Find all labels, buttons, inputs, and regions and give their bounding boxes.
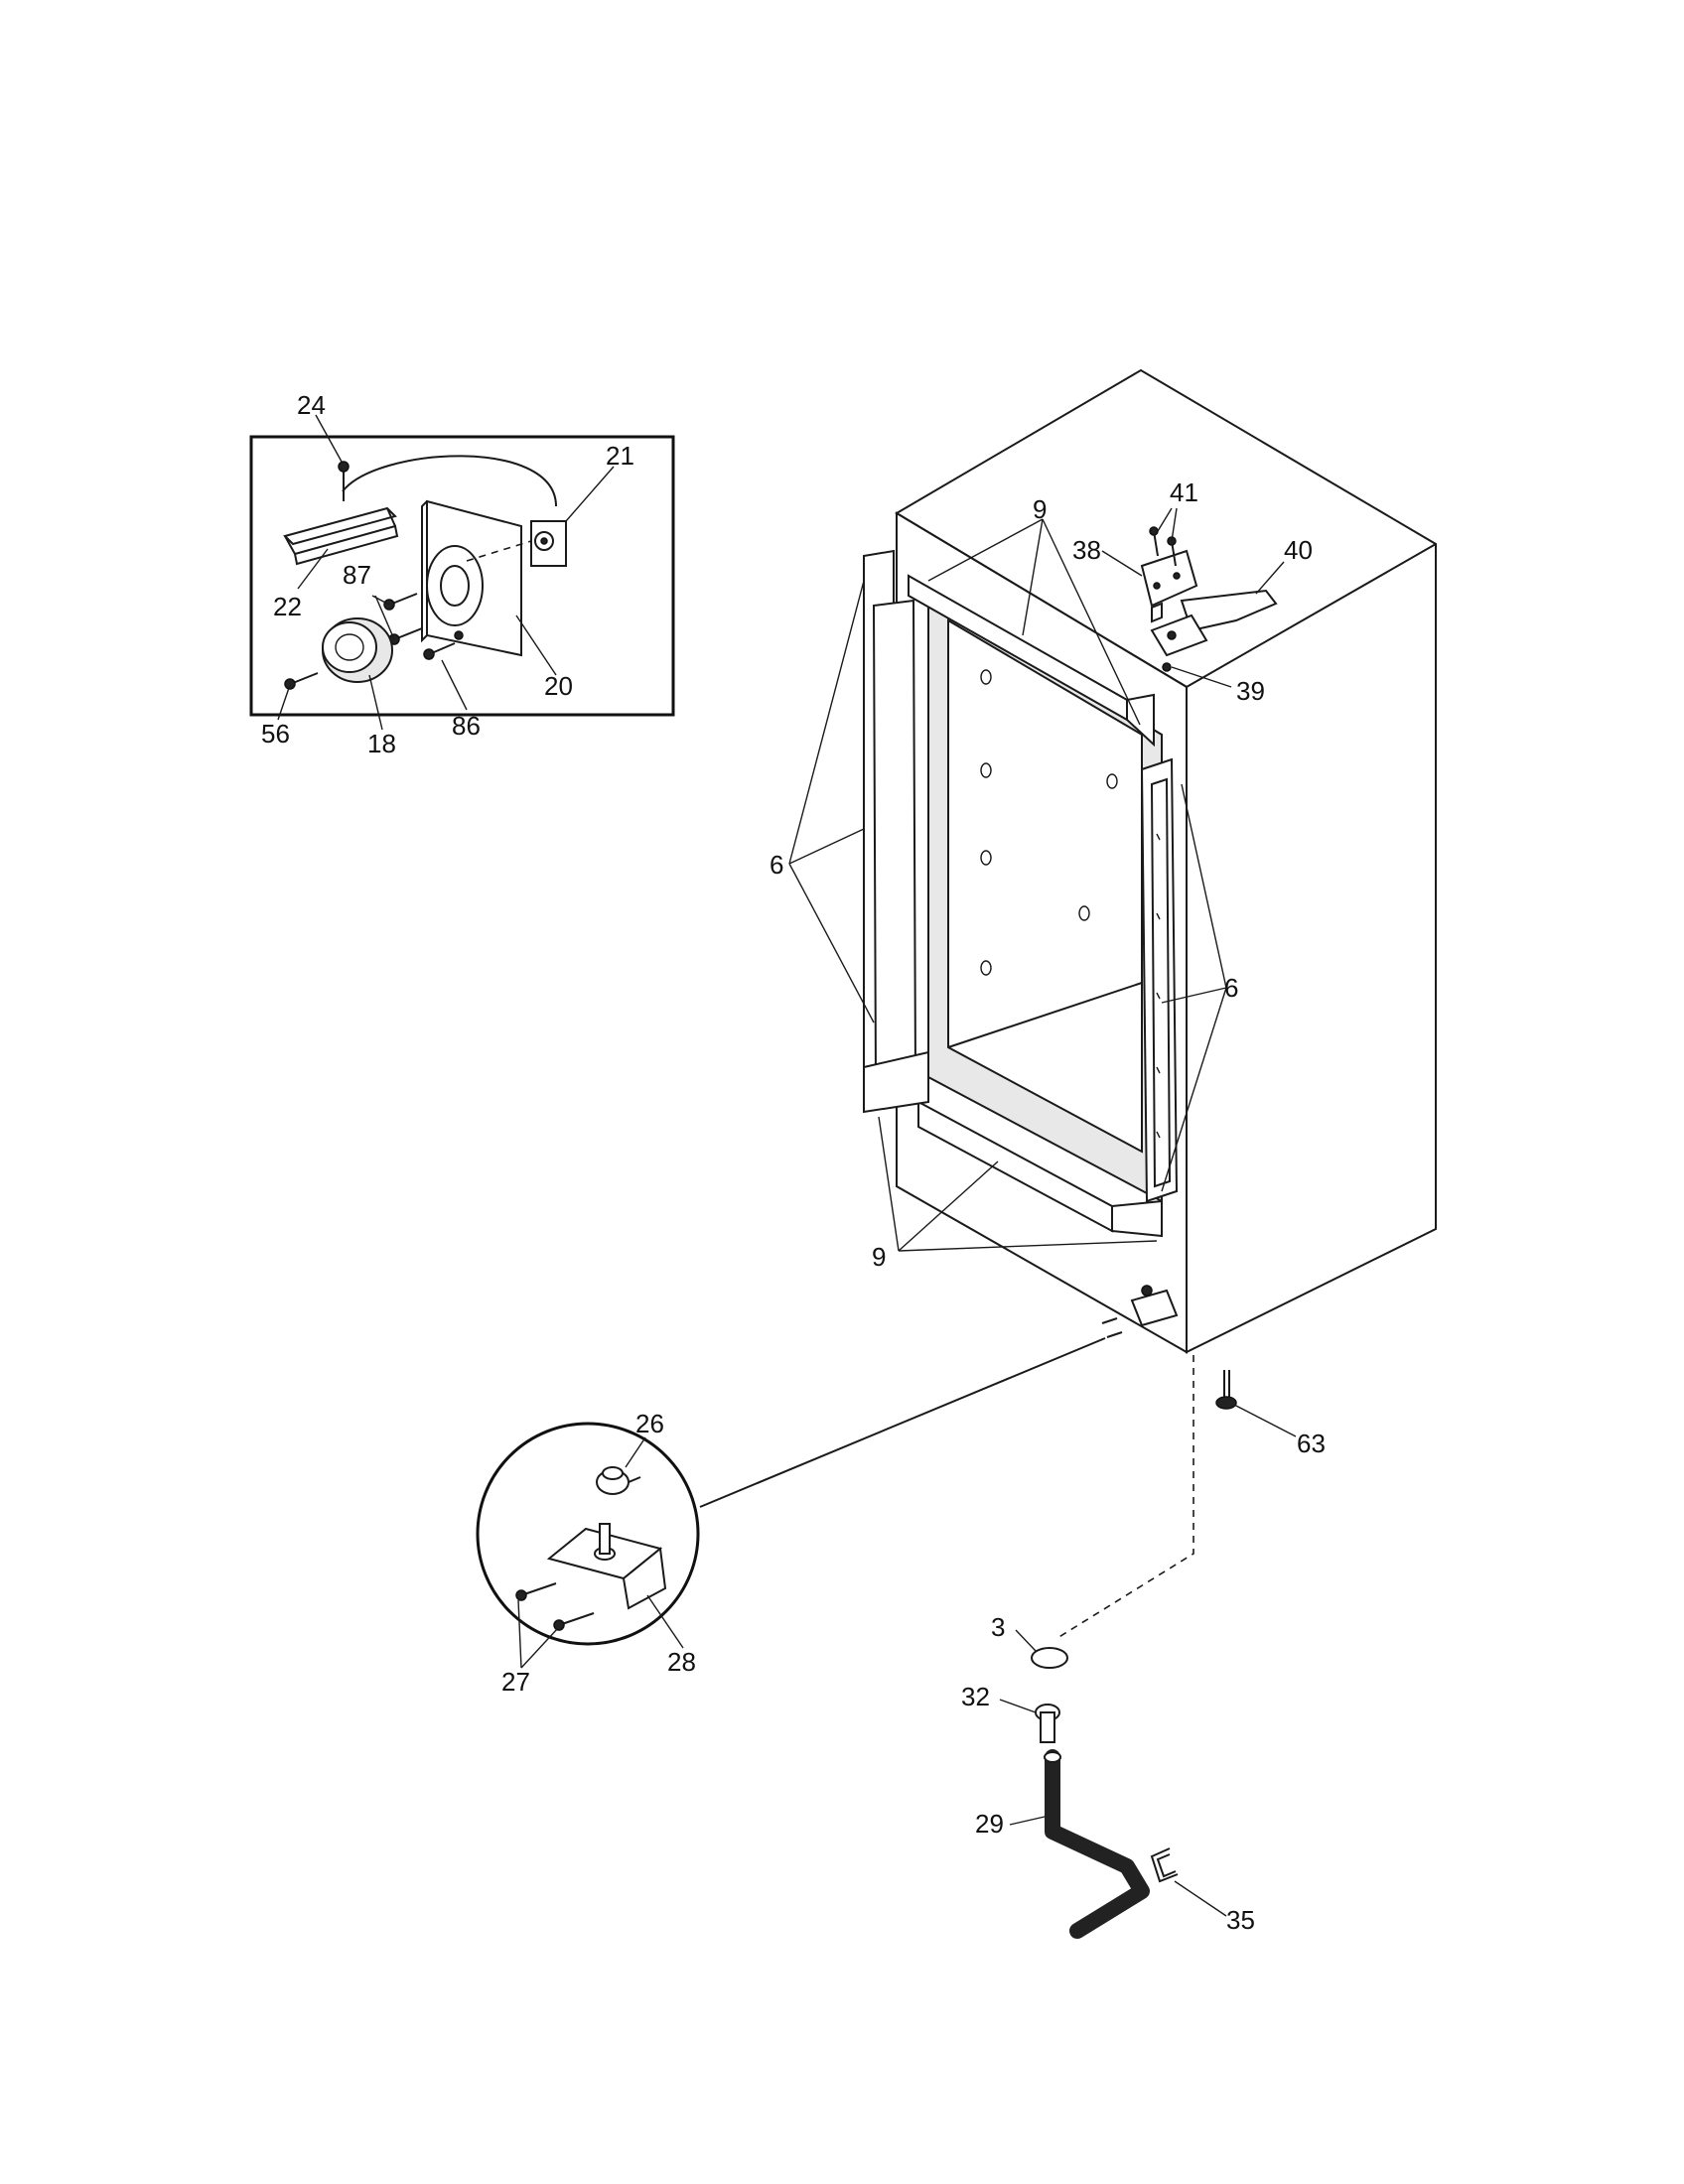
washer-39-icon <box>1162 662 1172 672</box>
leader-9-bottom-b <box>898 1160 999 1252</box>
leader-9-bottom-a <box>878 1116 900 1252</box>
screws-27-icon <box>515 1582 595 1631</box>
callout-9-bottom: 9 <box>872 1242 886 1272</box>
screw-56-icon <box>284 672 319 690</box>
drain-fitting-32-icon <box>999 1699 1060 1743</box>
hinge-bushing-26-icon <box>596 1466 641 1495</box>
leader-6-right-c <box>1161 987 1227 1192</box>
drain-tube-29-icon <box>1009 1749 1150 1939</box>
callout-39: 39 <box>1236 676 1265 706</box>
callout-3: 3 <box>991 1612 1005 1642</box>
callout-63: 63 <box>1297 1429 1326 1458</box>
callout-27: 27 <box>501 1667 530 1697</box>
callout-26: 26 <box>635 1409 664 1438</box>
leader-9-bottom-c <box>898 1240 1158 1252</box>
callout-28: 28 <box>667 1647 696 1677</box>
bracket-22-icon <box>283 506 399 566</box>
leader-9-top-a <box>927 518 1044 582</box>
cabinet-icon <box>863 368 1437 1354</box>
callout-87: 87 <box>343 560 371 590</box>
callout-24: 24 <box>297 390 326 420</box>
callout-32: 32 <box>961 1682 990 1711</box>
hinge-bracket-38-icon <box>1140 549 1198 623</box>
callout-6-right: 6 <box>1224 973 1238 1003</box>
control-housing-20-icon <box>421 499 522 657</box>
callout-29: 29 <box>975 1809 1004 1839</box>
leader-6-right-b <box>1161 987 1227 1004</box>
leader-6-left-c <box>788 863 875 1024</box>
screw-86-icon <box>423 642 456 660</box>
thermostat-21-icon <box>466 520 567 567</box>
leader-9-top-c <box>1042 518 1141 726</box>
callout-35: 35 <box>1226 1905 1255 1935</box>
clip-35-icon <box>1150 1847 1227 1917</box>
top-hinge-assembly <box>1101 507 1285 688</box>
leader-9-top-b <box>1022 518 1044 636</box>
leader-6-left-b <box>788 828 865 865</box>
hinge-plate-icon <box>1150 614 1208 657</box>
callout-22: 22 <box>273 592 302 621</box>
callout-21: 21 <box>606 441 634 471</box>
callout-56: 56 <box>261 719 290 749</box>
knob-18-icon <box>322 617 393 683</box>
callout-20: 20 <box>544 671 573 701</box>
callout-41: 41 <box>1170 478 1198 507</box>
callout-9-top: 9 <box>1033 494 1047 524</box>
detail-connector-line <box>699 1337 1106 1508</box>
callout-40: 40 <box>1284 535 1313 565</box>
leader-6-left-a <box>788 580 865 865</box>
control-assembly-inset <box>249 414 675 731</box>
leveling-leg-63-icon <box>1215 1370 1297 1437</box>
callout-38: 38 <box>1072 535 1101 565</box>
drain-assembly-line <box>1056 1355 1194 1639</box>
callout-6-left: 6 <box>770 850 783 880</box>
bottom-hinge-detail <box>476 1422 700 1669</box>
drain-plug-3-icon <box>1015 1629 1068 1669</box>
callout-86: 86 <box>452 711 481 741</box>
leader-6-right-a <box>1181 783 1227 989</box>
callout-18: 18 <box>367 729 396 758</box>
hinge-bracket-28-icon <box>546 1523 667 1610</box>
screw-24-icon <box>338 461 350 501</box>
bottom-hinge-small-icon <box>1101 1285 1179 1338</box>
